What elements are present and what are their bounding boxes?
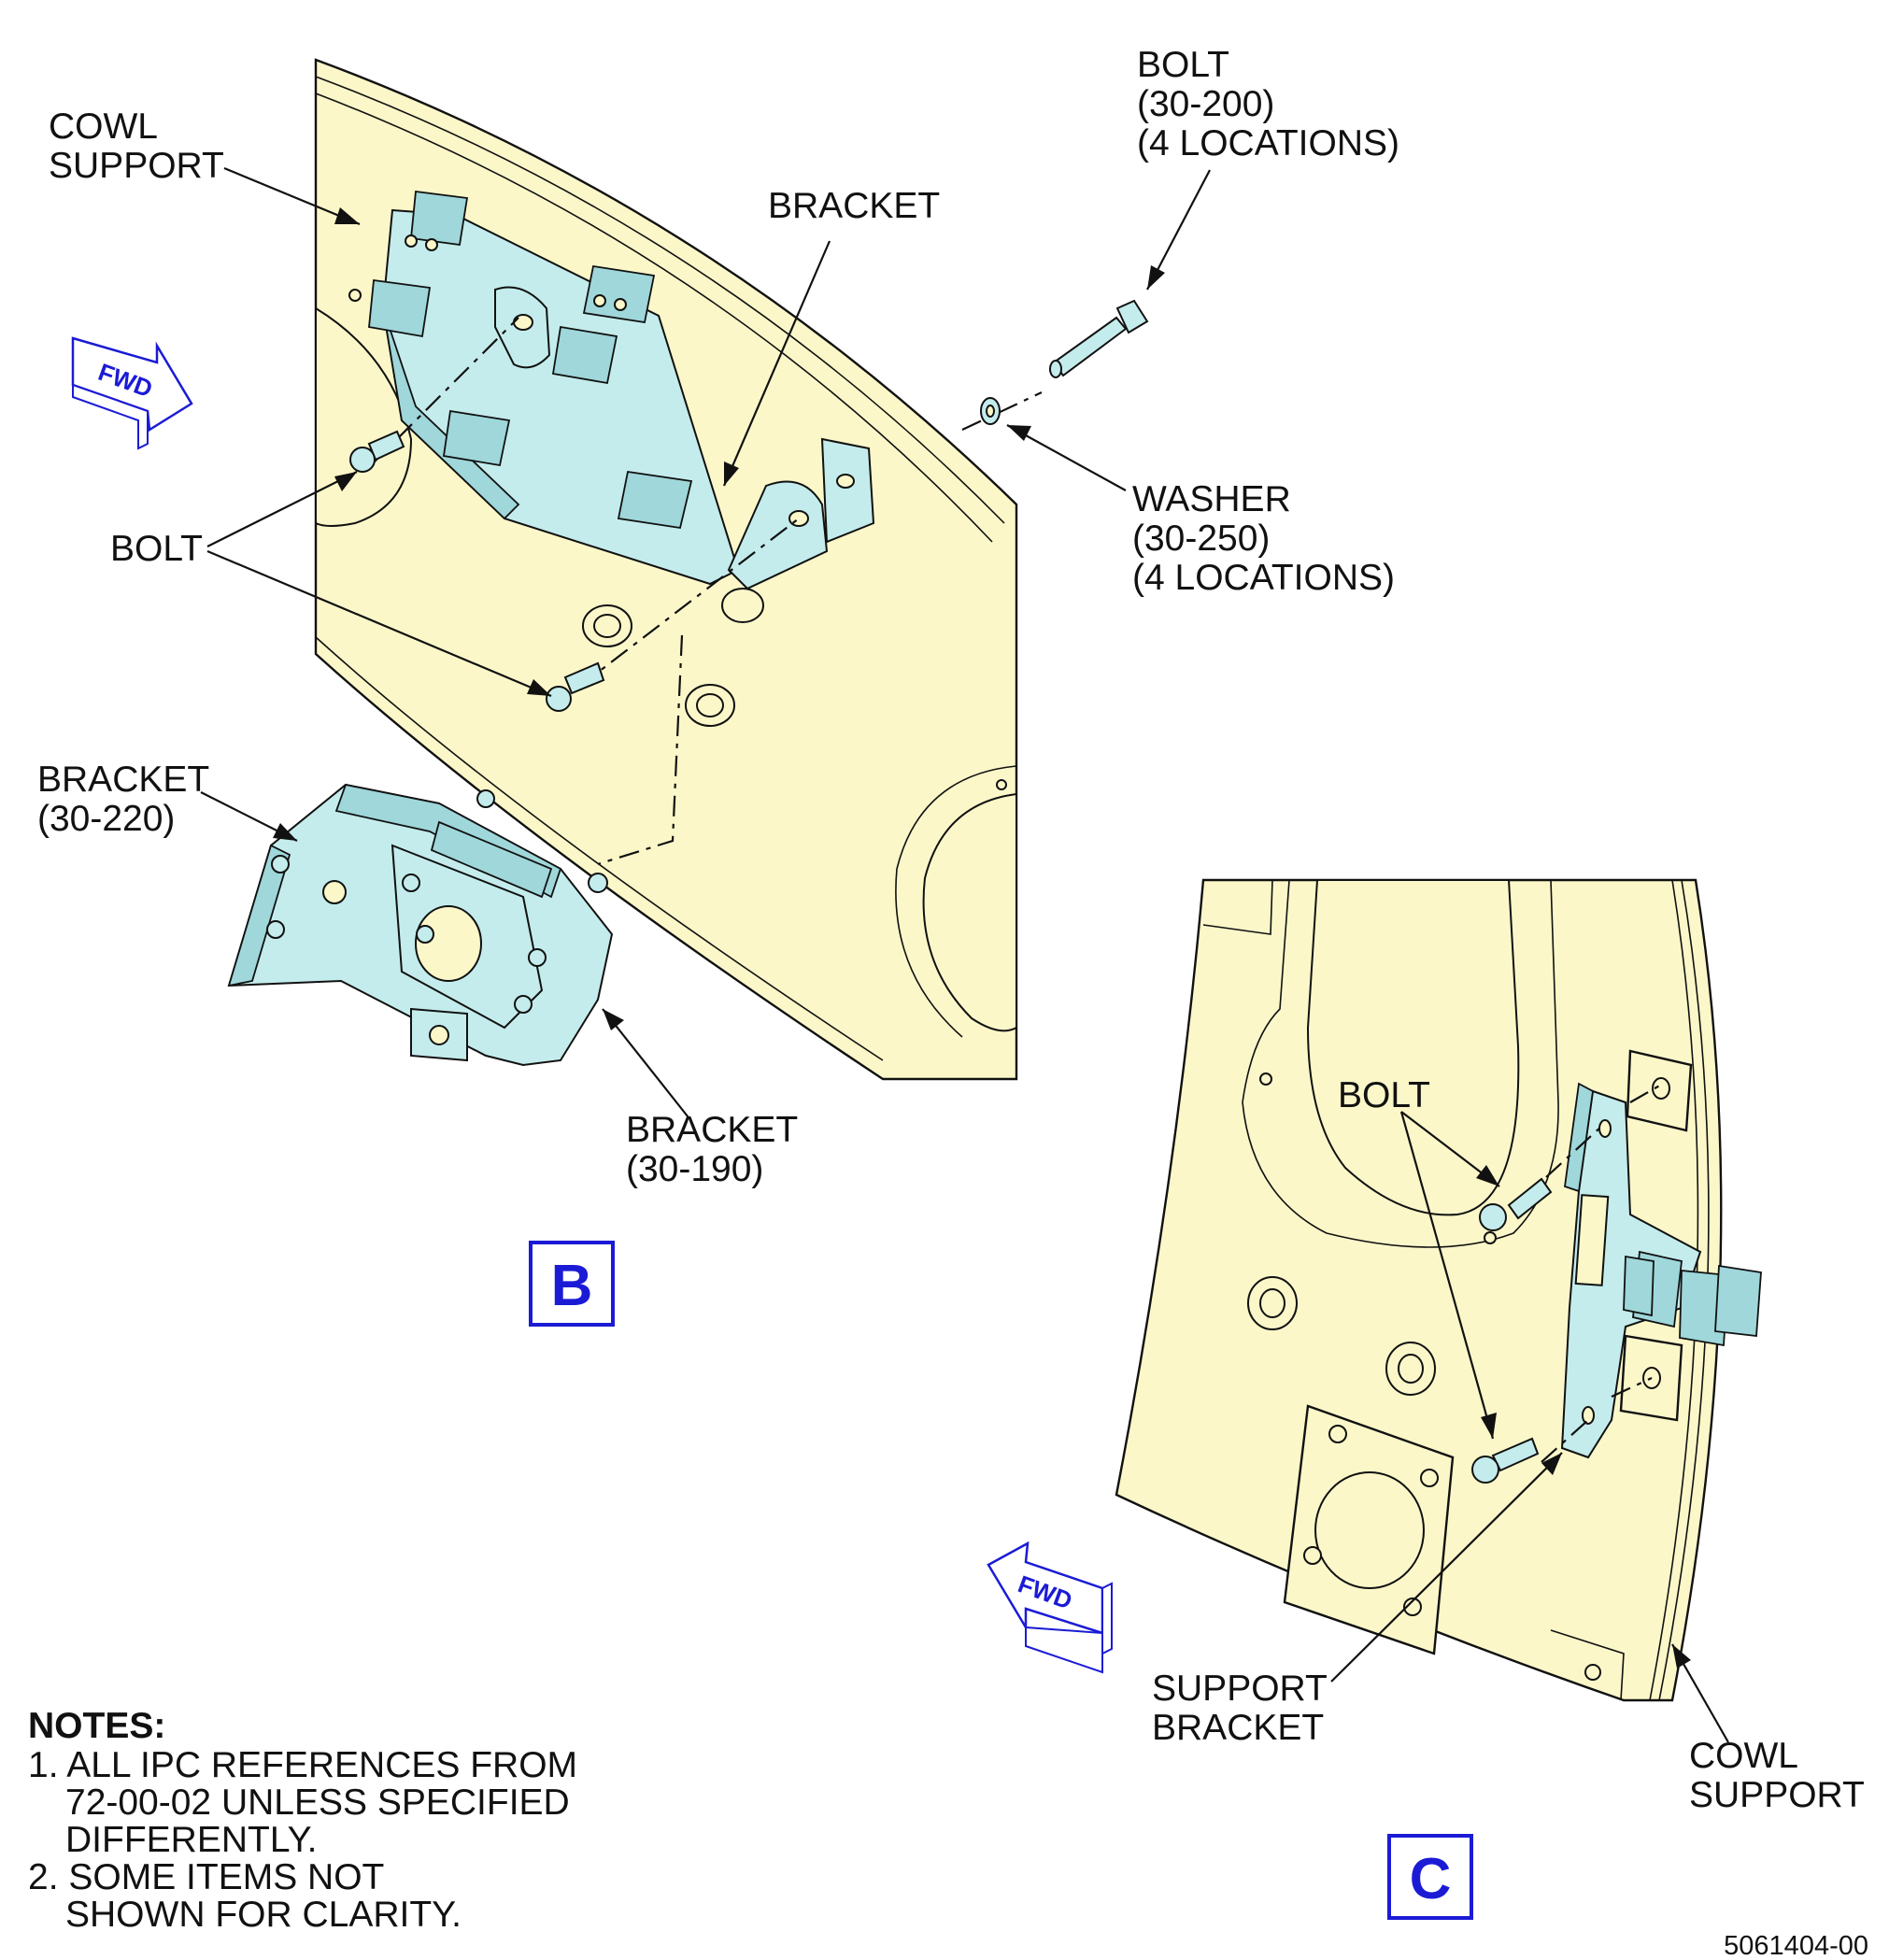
callout-bracket-top: BRACKET bbox=[768, 186, 940, 226]
callout-cowl-support-c-line2: SUPPORT bbox=[1689, 1775, 1865, 1815]
view-b-letter-box: B bbox=[529, 1241, 615, 1327]
callout-support-bracket-line1: SUPPORT bbox=[1152, 1669, 1328, 1709]
figure-number: 5061404-00 bbox=[1724, 1931, 1868, 1960]
note-line: 1. ALL IPC REFERENCES FROM bbox=[28, 1745, 577, 1785]
callout-washer-line2: (30-250) bbox=[1132, 518, 1270, 559]
note-line: 72-00-02 UNLESS SPECIFIED bbox=[65, 1782, 570, 1823]
view-b-bracket-assembly bbox=[227, 783, 614, 1067]
view-c-cowl-support-panel bbox=[1115, 878, 1723, 1702]
callout-bolt-top-line1: BOLT bbox=[1137, 45, 1229, 85]
callout-washer-line1: WASHER bbox=[1132, 479, 1291, 519]
callout-washer-line3: (4 LOCATIONS) bbox=[1132, 558, 1395, 598]
callout-cowl-support-c-line1: COWL bbox=[1689, 1736, 1798, 1776]
view-c-leaders bbox=[1330, 1111, 1729, 1743]
fwd-arrow-view-c: FWD bbox=[987, 1541, 1113, 1674]
callout-bracket-190-line1: BRACKET bbox=[626, 1110, 798, 1150]
view-b-leaders bbox=[200, 166, 1211, 1122]
panel-boss bbox=[1385, 1342, 1436, 1396]
note-line: DIFFERENTLY. bbox=[65, 1820, 317, 1860]
view-c-support-bracket bbox=[1560, 1049, 1762, 1459]
note-line: SHOWN FOR CLARITY. bbox=[65, 1895, 462, 1935]
callout-bolt-top-line2: (30-200) bbox=[1137, 84, 1274, 124]
panel-boss bbox=[685, 684, 735, 727]
notes-heading: NOTES: bbox=[28, 1706, 165, 1746]
callout-bolt-c: BOLT bbox=[1338, 1075, 1430, 1115]
view-c-letter-box: C bbox=[1387, 1834, 1473, 1920]
view-b-callouts: COWL SUPPORT BRACKET BOLT (30-200) (4 LO… bbox=[37, 45, 1399, 1189]
view-b-hardware bbox=[349, 299, 1149, 866]
callout-bolt-left: BOLT bbox=[110, 529, 203, 569]
view-c-letter: C bbox=[1410, 1847, 1452, 1911]
note-line: 2. SOME ITEMS NOT bbox=[28, 1857, 384, 1897]
panel-boss bbox=[1247, 1276, 1298, 1330]
callout-bracket-190-line2: (30-190) bbox=[626, 1149, 763, 1189]
fwd-arrow-view-b: FWD bbox=[71, 336, 193, 450]
callout-support-bracket-line2: BRACKET bbox=[1152, 1708, 1324, 1748]
callout-cowl-support-b-line1: COWL bbox=[49, 107, 158, 147]
view-b-bracket-on-panel bbox=[368, 190, 875, 590]
callout-bracket-220-line1: BRACKET bbox=[37, 760, 209, 800]
view-b-letter: B bbox=[551, 1254, 593, 1318]
callout-bracket-220-line2: (30-220) bbox=[37, 799, 175, 839]
callout-cowl-support-b-line2: SUPPORT bbox=[49, 146, 224, 186]
view-c-hardware bbox=[1471, 1083, 1664, 1484]
view-c-callouts: BOLT SUPPORT BRACKET COWL SUPPORT bbox=[1152, 1075, 1865, 1815]
notes-block: NOTES: 1. ALL IPC REFERENCES FROM 72-00-… bbox=[28, 1706, 577, 1935]
callout-bolt-top-line3: (4 LOCATIONS) bbox=[1137, 123, 1399, 163]
panel-boss bbox=[582, 604, 632, 647]
